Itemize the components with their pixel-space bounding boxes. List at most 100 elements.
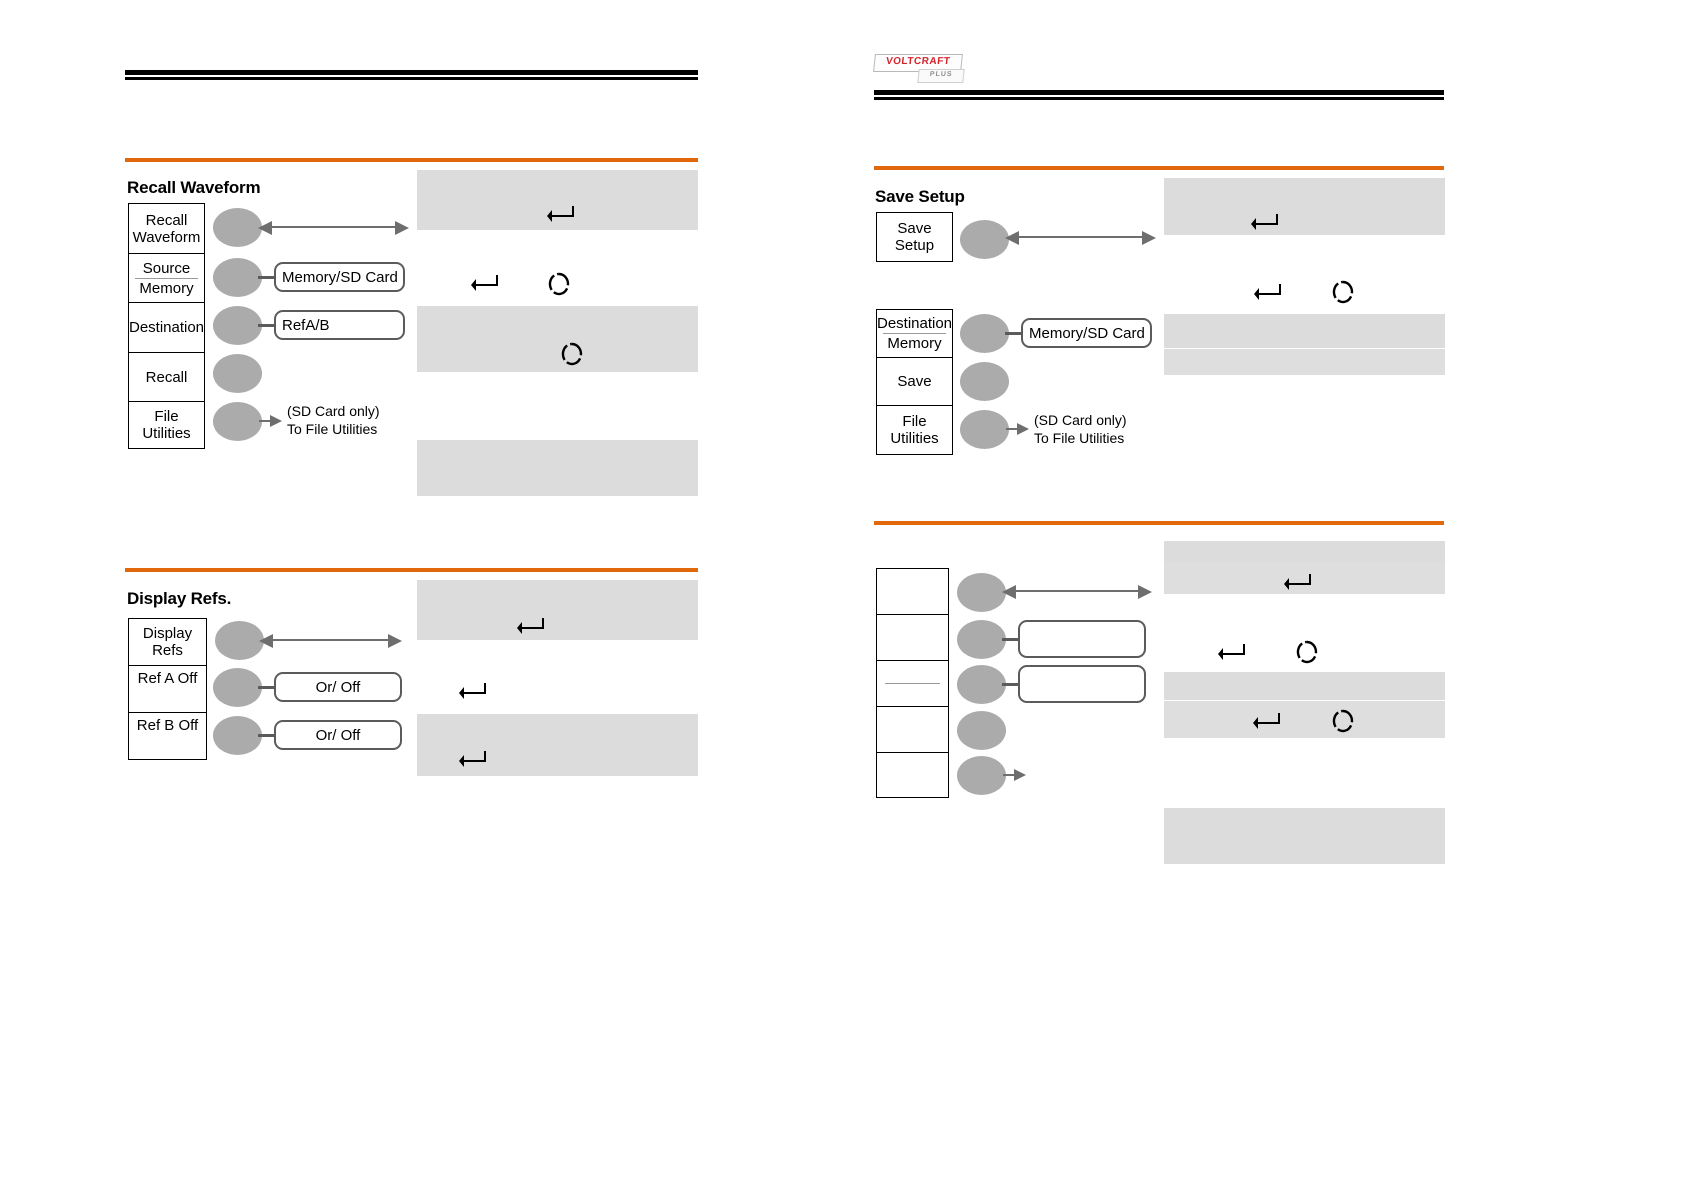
file-utilities-arrow-head (270, 415, 282, 427)
arrow-shaft (271, 226, 397, 229)
knob-ref-a[interactable] (213, 668, 262, 707)
arrow-right-head (1138, 585, 1152, 599)
rotary-knob-icon (548, 272, 570, 296)
knob-source[interactable] (213, 258, 262, 297)
knob-destination[interactable] (213, 306, 262, 345)
knob-file-utilities[interactable] (213, 402, 262, 441)
note-line1: (SD Card only) (1034, 412, 1127, 428)
menu-cell-blank-4[interactable] (877, 707, 948, 753)
menu-cell-line2: Refs (152, 642, 183, 659)
menu-cell-blank-3[interactable] (877, 661, 948, 707)
knob-save-setup[interactable] (960, 220, 1009, 259)
menu-cell-line1: Source (142, 259, 191, 277)
menu-cell-recall[interactable]: Recall (129, 353, 204, 402)
menu-cell-line1: File (902, 413, 927, 430)
knob-destination[interactable] (960, 314, 1009, 353)
blank-panel-1b (1164, 562, 1445, 594)
menu-cell-line1: Recall (145, 368, 188, 386)
recall-panel-2 (417, 306, 698, 372)
knob-recall[interactable] (213, 354, 262, 393)
enter-return-icon (1253, 281, 1281, 303)
menu-cell-ref-a-off[interactable]: Ref A Off (129, 666, 206, 713)
blank-section-rule (874, 521, 1444, 525)
knob-blank-2[interactable] (957, 620, 1006, 659)
connector-blank-3 (1002, 683, 1020, 686)
arrow-left-head (1002, 585, 1016, 599)
menu-cell-blank-5[interactable] (877, 753, 948, 797)
menu-cell-ref-b-off[interactable]: Ref B Off (129, 713, 206, 759)
menu-cell-line2: Utilities (142, 425, 191, 442)
menu-cell-destination[interactable]: Destination (129, 303, 204, 353)
blank-arrow-head (1014, 769, 1026, 781)
note-line1: (SD Card only) (287, 403, 380, 419)
connector-source (258, 276, 276, 279)
menu-cell-line1: Destination (877, 315, 952, 332)
knob-blank-1[interactable] (957, 573, 1006, 612)
arrow-right-head (395, 221, 409, 235)
menu-cell-file-utilities[interactable]: File Utilities (877, 406, 952, 454)
knob-recall-waveform[interactable] (213, 208, 262, 247)
option-ref-b-on-off[interactable]: Or/ Off (274, 720, 402, 750)
menu-cell-source[interactable]: Source Memory (129, 254, 204, 303)
option-blank-2[interactable] (1018, 665, 1146, 703)
file-utilities-arrow-head (1017, 423, 1029, 435)
logo-brand-text: VOLTCRAFT (885, 56, 951, 67)
menu-cell-line2: Waveform (132, 228, 201, 246)
rotary-knob-icon (561, 342, 583, 366)
arrow-shaft (1018, 236, 1144, 239)
enter-return-icon (1283, 571, 1311, 593)
menu-cell-file-utilities[interactable]: File Utilities (129, 402, 204, 448)
menu-cell-line1: Destination (129, 319, 204, 336)
recall-waveform-menu: Recall Waveform Source Memory Destinatio… (128, 203, 205, 449)
recall-panel-3 (417, 440, 698, 496)
option-ref-a-on-off[interactable]: Or/ Off (274, 672, 402, 702)
menu-cell-line2: Setup (894, 237, 935, 254)
enter-return-icon (470, 272, 498, 294)
arrow-right-head (1142, 231, 1156, 245)
arrow-right-head (388, 634, 402, 648)
enter-return-icon (1250, 211, 1278, 233)
save-setup-panel-2a (1164, 314, 1445, 348)
enter-return-icon (1252, 710, 1280, 732)
option-label: RefA/B (282, 316, 330, 334)
knob-blank-3[interactable] (957, 665, 1006, 704)
menu-cell-line1: Ref B Off (136, 717, 199, 734)
arrow-left-head (258, 221, 272, 235)
menu-cell-line2: Memory (883, 333, 946, 352)
arrow-left-head (1005, 231, 1019, 245)
knob-save[interactable] (960, 362, 1009, 401)
file-utilities-arrow-shaft (1006, 428, 1020, 431)
menu-cell-save-setup[interactable]: Save Setup (877, 213, 952, 261)
option-ref-a-b[interactable]: RefA/B (274, 310, 405, 340)
knob-display-refs[interactable] (215, 621, 264, 660)
knob-ref-b[interactable] (213, 716, 262, 755)
menu-cell-recall-waveform[interactable]: Recall Waveform (129, 204, 204, 254)
file-utilities-note: (SD Card only) To File Utilities (287, 402, 380, 438)
arrow-left-head (259, 634, 273, 648)
option-blank-1[interactable] (1018, 620, 1146, 658)
option-label: Or/ Off (315, 726, 361, 744)
recall-waveform-section-rule (125, 158, 698, 162)
menu-cell-line1: Save (897, 373, 932, 390)
menu-cell-display-refs[interactable]: Display Refs (129, 619, 206, 666)
menu-cell-save[interactable]: Save (877, 358, 952, 406)
enter-return-icon (516, 615, 544, 637)
option-memory-sd-card[interactable]: Memory/SD Card (274, 262, 405, 292)
option-memory-sd-card[interactable]: Memory/SD Card (1021, 318, 1152, 348)
blank-panel-2a (1164, 672, 1445, 700)
connector-blank-2 (1002, 638, 1020, 641)
recall-panel-1 (417, 170, 698, 230)
option-label: Memory/SD Card (282, 268, 398, 286)
menu-cell-destination[interactable]: Destination Memory (877, 310, 952, 358)
menu-cell-blank-2[interactable] (877, 615, 948, 661)
menu-cell-blank-1[interactable] (877, 569, 948, 615)
menu-cell-line1: File (154, 408, 179, 425)
enter-return-icon (458, 680, 486, 702)
knob-file-utilities[interactable] (960, 410, 1009, 449)
knob-blank-5[interactable] (957, 756, 1006, 795)
menu-cell-divider (884, 683, 941, 684)
recall-waveform-title: Recall Waveform (127, 178, 261, 197)
knob-blank-4[interactable] (957, 711, 1006, 750)
rotary-knob-icon (1332, 709, 1354, 733)
blank-arrow-shaft (1003, 774, 1017, 777)
